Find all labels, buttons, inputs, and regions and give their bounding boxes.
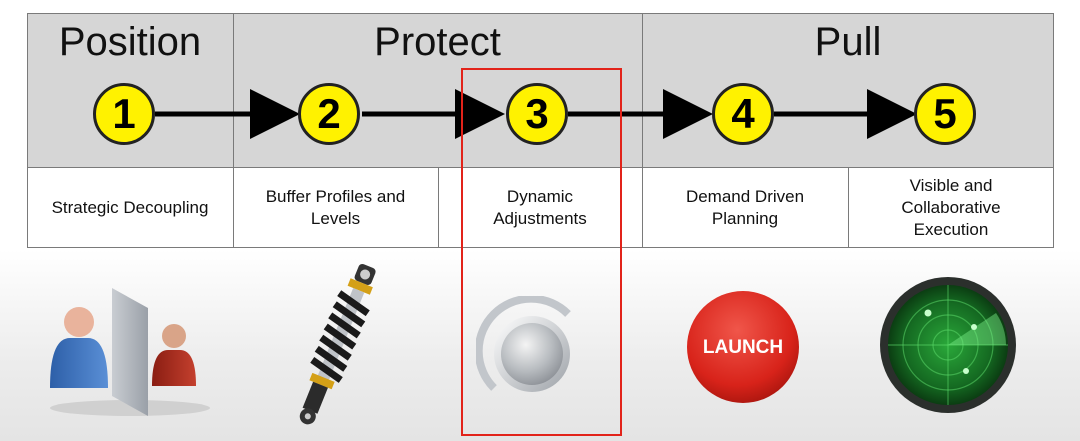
adjustment-knob-icon [476,296,571,392]
phase-title-protect: Protect [374,20,501,64]
radar-screen-icon [880,277,1016,413]
step-3-circle: 3 [506,83,568,145]
phase-title-pull: Pull [814,20,882,64]
step-2-circle: 2 [298,83,360,145]
divider-protect-pull [642,13,643,248]
step-4-circle: 4 [712,83,774,145]
phase-title-position: Position [58,20,202,64]
launch-button-label: LAUNCH [703,337,783,358]
flow-arrows [155,89,917,139]
step-3-highlight-box [461,68,622,436]
step-5-circle: 5 [914,83,976,145]
process-frame [27,13,1054,248]
step-1-circle: 1 [93,83,155,145]
shock-absorber-icon [299,263,376,425]
step-1-label: Strategic Decoupling [51,198,209,217]
launch-button-icon: LAUNCH [687,291,799,403]
description-band [27,167,1054,249]
divider-step4-step5 [848,167,849,248]
decoupling-people-icon [50,288,210,416]
divider-position-protect [233,13,234,248]
divider-step2-step3 [438,167,439,248]
